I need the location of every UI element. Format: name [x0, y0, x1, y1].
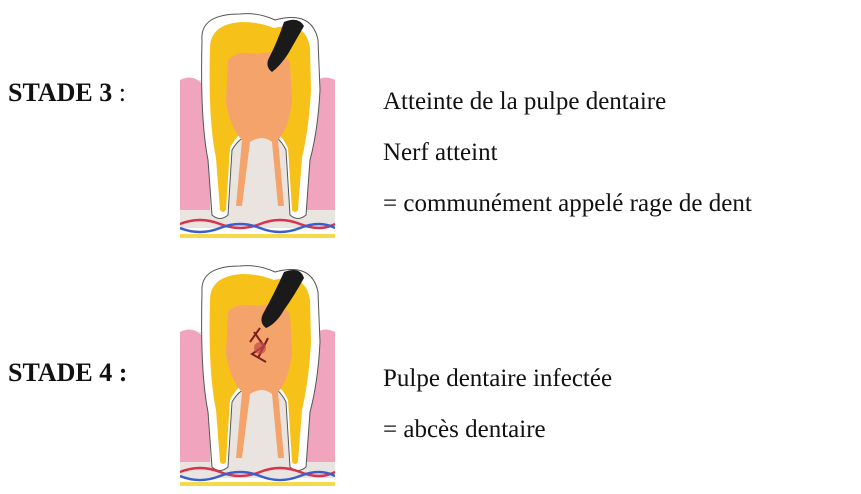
stage-4-tooth-illustration [180, 262, 335, 490]
stage-3-tooth-illustration [180, 10, 335, 242]
stage-3-colon: : [112, 78, 126, 107]
stage-3-description: Atteinte de la pulpe dentaire Nerf attei… [383, 87, 752, 219]
stage-3-title: STADE 3 [8, 78, 112, 107]
yellow-line [180, 482, 335, 486]
stage-4-title: STADE 4 : [8, 358, 127, 387]
stage-4-line-2: = abcès dentaire [383, 415, 612, 445]
yellow-line [180, 234, 335, 238]
stage-3-line-2: Nerf atteint [383, 138, 752, 168]
stage-3-label: STADE 3 : [8, 78, 126, 108]
stage-3-line-1: Atteinte de la pulpe dentaire [383, 87, 752, 117]
stage-4-label: STADE 4 : [8, 358, 127, 388]
stage-4-description: Pulpe dentaire infectée = abcès dentaire [383, 364, 612, 445]
stage-3-line-3: = communément appelé rage de dent [383, 189, 752, 219]
stage-4-line-1: Pulpe dentaire infectée [383, 364, 612, 394]
